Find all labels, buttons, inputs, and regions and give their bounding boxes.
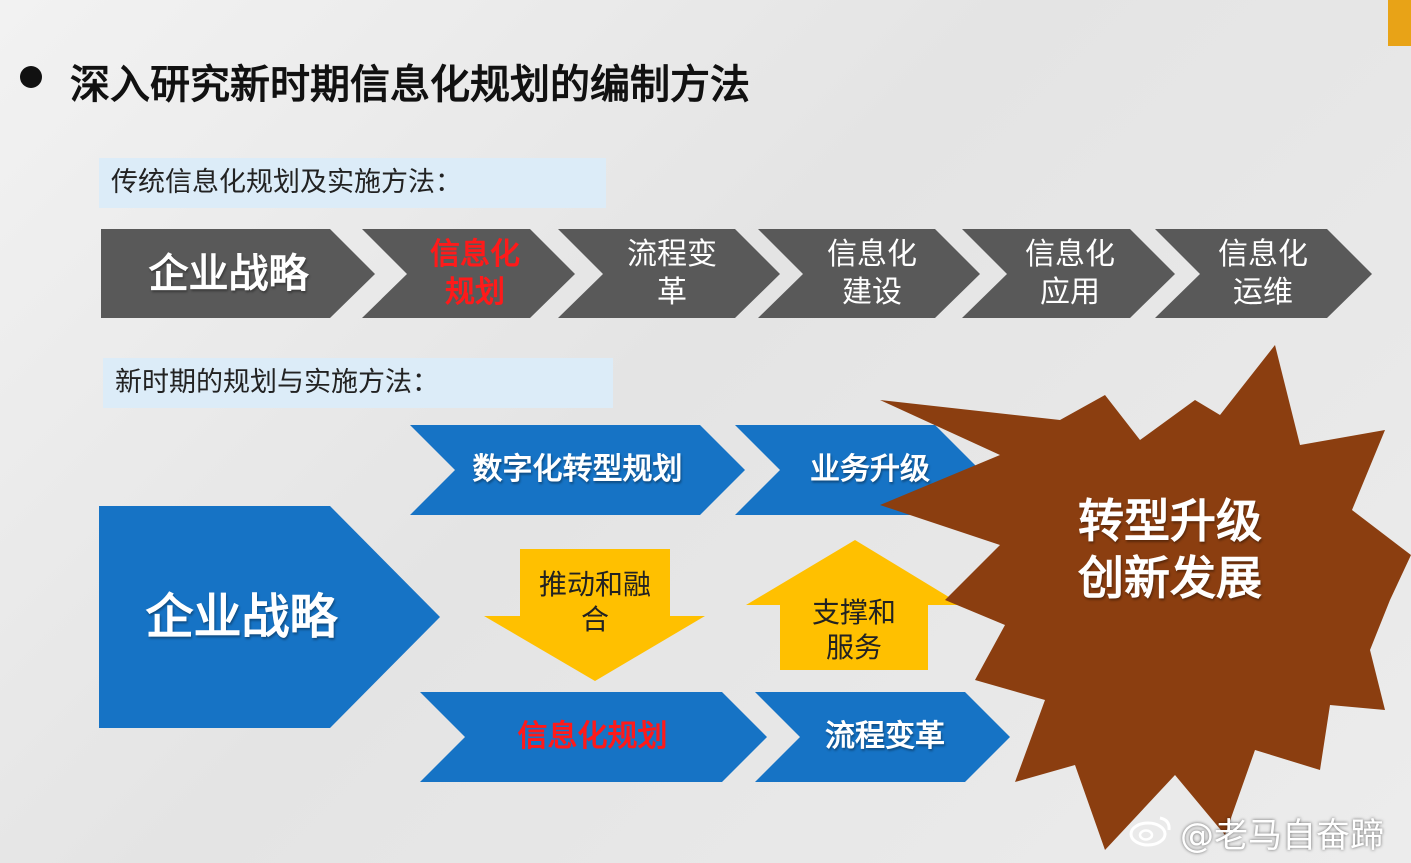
top-step-business-upgrade: 业务升级 — [810, 452, 930, 488]
trad-step-6-shape — [1155, 229, 1372, 318]
trad-step-strategy: 企业战略 — [148, 250, 309, 297]
new-method-label: 新时期的规划与实施方法： — [103, 358, 613, 408]
bottom-step-planning: 信息化规划 — [517, 719, 668, 755]
title-bullet — [20, 66, 42, 88]
trad-step-process-change: 流程变 革 — [627, 237, 717, 310]
down-arrow-label: 推动和融 合 — [538, 568, 651, 636]
strategy-pentagon — [99, 506, 440, 728]
page-title: 深入研究新时期信息化规划的编制方法 — [70, 62, 750, 108]
trad-step-4-shape — [758, 229, 980, 318]
traditional-method-label: 传统信息化规划及实施方法： — [99, 158, 606, 208]
trad-step-1-shape — [101, 229, 375, 318]
trad-step-3-shape — [558, 229, 780, 318]
bottom-step-process-change: 流程变革 — [825, 719, 945, 755]
top-chevron-1 — [410, 425, 745, 515]
trad-step-5-shape — [962, 229, 1175, 318]
up-arrow-label: 支撑和 服务 — [811, 596, 896, 664]
bottom-chevron-1 — [420, 692, 767, 782]
corner-tab — [1388, 0, 1411, 46]
weibo-icon — [1129, 816, 1171, 847]
new-strategy-label: 企业战略 — [145, 589, 338, 645]
bottom-chevron-2 — [755, 692, 1010, 782]
starburst-shape — [880, 345, 1411, 850]
down-arrow-shape — [484, 549, 705, 681]
top-step-digital-planning: 数字化转型规划 — [472, 452, 683, 488]
watermark-text: @老马自奋蹄 — [1180, 816, 1384, 856]
trad-step-2-shape — [362, 229, 575, 318]
trad-step-construction: 信息化 建设 — [827, 237, 917, 310]
trad-step-planning: 信息化 规划 — [430, 237, 520, 310]
burst-label: 转型升级 创新发展 — [1078, 493, 1262, 606]
trad-step-operations: 信息化 运维 — [1218, 237, 1308, 310]
up-arrow-shape — [746, 540, 962, 670]
trad-step-application: 信息化 应用 — [1025, 237, 1115, 310]
